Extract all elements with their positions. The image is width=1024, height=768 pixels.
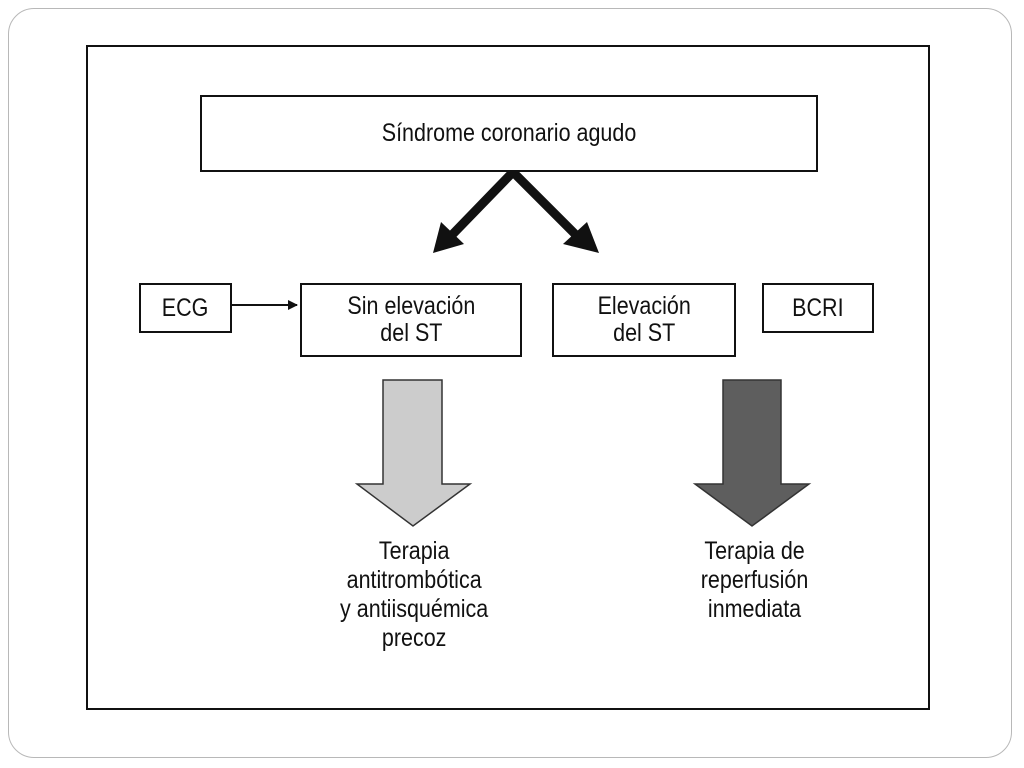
figure-border bbox=[86, 45, 930, 710]
sin-elevacion-line-2: del ST bbox=[379, 319, 443, 347]
bcri-label: BCRI bbox=[792, 293, 844, 322]
sin-elevacion-box: Sin elevación del ST bbox=[300, 283, 522, 357]
outcome-right-line-2: reperfusión bbox=[701, 566, 809, 594]
elevacion-line-2: del ST bbox=[612, 319, 676, 347]
sin-elevacion-line-1: Sin elevación bbox=[347, 292, 475, 320]
block-arrow-right bbox=[692, 379, 812, 527]
root-label: Síndrome coronario agudo bbox=[381, 119, 637, 147]
block-arrow-left bbox=[354, 379, 473, 527]
root-box: Síndrome coronario agudo bbox=[200, 95, 818, 172]
elevacion-line-1: Elevación bbox=[597, 292, 691, 320]
bcri-box: BCRI bbox=[762, 283, 874, 333]
outcome-right-line-3: inmediata bbox=[708, 595, 802, 623]
ecg-label: ECG bbox=[162, 293, 209, 322]
outcome-right-line-1: Terapia de bbox=[704, 537, 806, 565]
outcome-left-line-3: y antiisquémica bbox=[339, 595, 489, 623]
outcome-left-line-2: antitrombótica bbox=[346, 566, 482, 594]
outcome-right-text: Terapia de reperfusión inmediata bbox=[660, 537, 850, 624]
ecg-box: ECG bbox=[139, 283, 232, 333]
outcome-left-text: Terapia antitrombótica y antiisquémica p… bbox=[300, 537, 528, 653]
outcome-left-line-4: precoz bbox=[381, 624, 447, 652]
elevacion-box: Elevación del ST bbox=[552, 283, 736, 357]
split-arrow-right bbox=[509, 168, 599, 253]
split-arrow-left bbox=[433, 168, 517, 253]
outcome-left-line-1: Terapia bbox=[378, 537, 450, 565]
